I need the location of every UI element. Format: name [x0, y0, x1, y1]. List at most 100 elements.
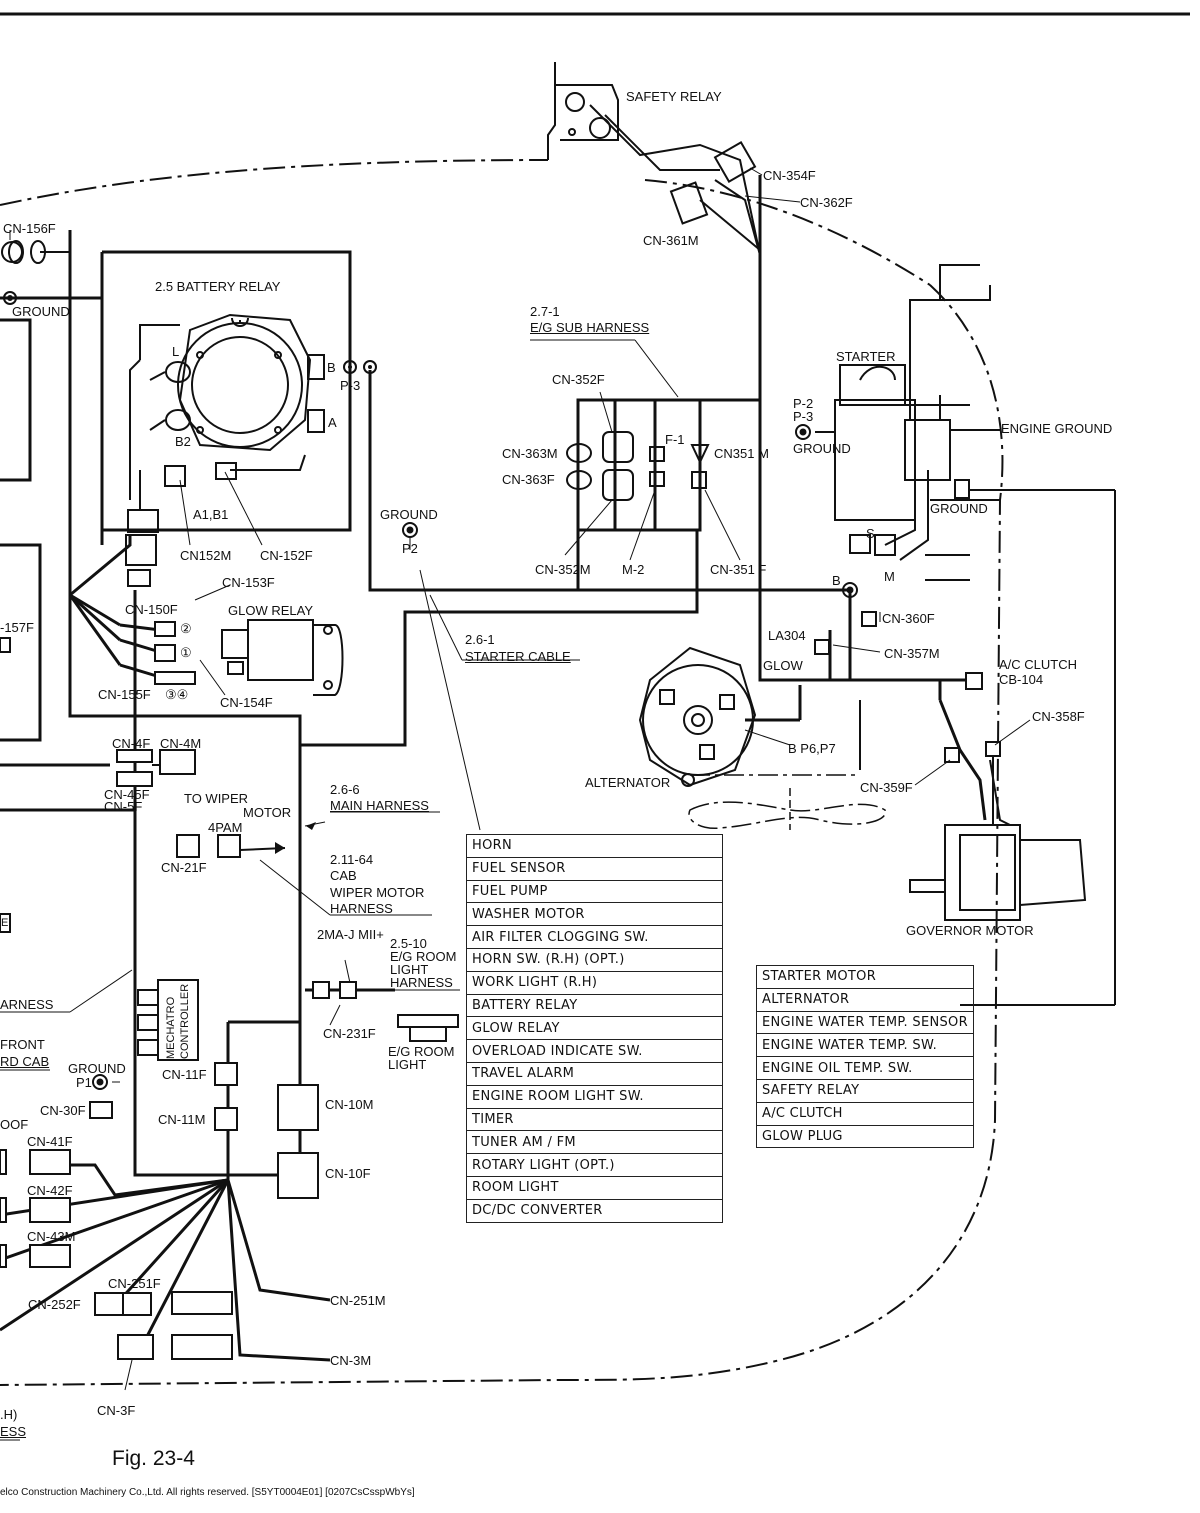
label-arness: ARNESS: [0, 997, 54, 1012]
table-cell: WASHER MOTOR: [466, 902, 723, 927]
table-cell: FUEL SENSOR: [466, 856, 723, 881]
table-cell: TIMER: [466, 1107, 723, 1132]
label-glow: GLOW: [763, 658, 803, 673]
table-row: SAFETY RELAY: [756, 1078, 974, 1103]
table-cell: ENGINE ROOM LIGHT SW.: [466, 1084, 723, 1109]
table-row: WORK LIGHT (R.H): [466, 970, 723, 995]
label-la304: LA304: [768, 628, 806, 643]
label-cn360f: CN-360F: [882, 611, 935, 626]
label-battery-relay: 2.5 BATTERY RELAY: [155, 279, 281, 294]
label-cn357m: CN-357M: [884, 646, 940, 661]
label-sub-harness-no: 2.7-1: [530, 304, 560, 319]
table-cell: GLOW RELAY: [466, 1016, 723, 1041]
label-cb104: CB-104: [999, 672, 1044, 687]
table-cell: ENGINE WATER TEMP. SENSOR: [756, 1010, 974, 1035]
safety-relay-icon: [547, 62, 761, 256]
table-cell: HORN SW. (R.H) (OPT.): [466, 947, 723, 972]
figure-caption: Fig. 23-4: [112, 1447, 195, 1470]
label-safety-relay: SAFETY RELAY: [626, 89, 722, 104]
label-glow-relay: GLOW RELAY: [228, 603, 314, 618]
label-front: FRONT: [0, 1037, 45, 1052]
table-row: TIMER: [466, 1107, 723, 1132]
label-4pam: 4PAM: [208, 820, 243, 835]
label-mechatro-2: CONTROLLER: [179, 983, 191, 1059]
table-cell: STARTER MOTOR: [756, 965, 974, 989]
label-cab-harness-1: CAB: [330, 868, 357, 883]
label-b2-terminal: B2: [175, 434, 191, 449]
label-rd-cab: RD CAB: [0, 1054, 50, 1069]
label-governor-motor: GOVERNOR MOTOR: [906, 923, 1034, 938]
table-cell: DC/DC CONVERTER: [466, 1198, 723, 1223]
label-l-terminal: L: [172, 344, 180, 359]
label-room-light-h1: E/G ROOM: [390, 949, 457, 964]
label-cn4m: CN-4M: [160, 736, 202, 751]
label-main-harness: MAIN HARNESS: [330, 798, 429, 813]
table-cell: FUEL PUMP: [466, 879, 723, 904]
label-e-box: E: [1, 917, 9, 929]
label-cn362f: CN-362F: [800, 195, 853, 210]
table-row: STARTER MOTOR: [756, 965, 974, 989]
label-cn359f: CN-359F: [860, 780, 913, 795]
label-cab-harness-no: 2.11-64: [330, 852, 374, 867]
label-p1: P1: [76, 1075, 92, 1090]
label-cn354f: CN-354F: [763, 168, 816, 183]
label-ground-mid: GROUND: [793, 441, 851, 456]
label-b-p6p7: B P6,P7: [788, 741, 836, 756]
label-ground-tl: GROUND: [12, 304, 70, 319]
table-row: ROTARY LIGHT (OPT.): [466, 1153, 723, 1177]
table-row: GLOW RELAY: [466, 1016, 723, 1041]
label-circle-1: ①: [180, 645, 192, 660]
table-row: ROOM LIGHT: [466, 1175, 723, 1200]
label-m2: M-2: [622, 562, 645, 577]
label-eg-room-light-2: LIGHT: [388, 1057, 427, 1072]
table-row: HORN SW. (R.H) (OPT.): [466, 947, 723, 972]
table-row: FUEL SENSOR: [466, 856, 723, 881]
label-p3: P-3: [340, 378, 361, 393]
table-row: WASHER MOTOR: [466, 902, 723, 927]
label-cn251f: CN-251F: [108, 1276, 161, 1291]
label-m-terminal: M: [884, 569, 895, 584]
table-row: TRAVEL ALARM: [466, 1061, 723, 1086]
label-oof: OOF: [0, 1117, 29, 1132]
label-cn351m: CN351 M: [714, 446, 769, 461]
label-cn231f: CN-231F: [323, 1026, 376, 1041]
label-cn11f: CN-11F: [162, 1067, 207, 1082]
alternator-icon: [638, 646, 757, 787]
label-cn10m: CN-10M: [325, 1097, 374, 1112]
label-b-terminal: B: [327, 360, 336, 375]
table-cell: TUNER AM / FM: [466, 1130, 723, 1155]
label-cn251m: CN-251M: [330, 1293, 386, 1308]
label-motor: MOTOR: [243, 805, 292, 820]
table-cell: ROOM LIGHT: [466, 1175, 723, 1200]
table-row: BATTERY RELAY: [466, 993, 723, 1018]
table-cell: BATTERY RELAY: [466, 993, 723, 1018]
label-2ma: 2MA-J MII+: [317, 927, 384, 942]
label-cn358f: CN-358F: [1032, 709, 1085, 724]
label-circle-34: ③④: [165, 687, 189, 702]
label-cn153f: CN-153F: [222, 575, 275, 590]
table-cell: AIR FILTER CLOGGING SW.: [466, 925, 723, 949]
table-row: ENGINE WATER TEMP. SW.: [756, 1033, 974, 1058]
table-row: ENGINE OIL TEMP. SW.: [756, 1056, 974, 1080]
label-eg-room-light-1: E/G ROOM: [388, 1044, 455, 1059]
label-cn41f: CN-41F: [27, 1134, 73, 1149]
label-p3b: P-3: [793, 409, 814, 424]
glow-relay-icon: [221, 619, 344, 696]
label-cn30f: CN-30F: [40, 1103, 86, 1118]
label-cn43m: CN-43M: [27, 1229, 76, 1244]
table-cell: ENGINE OIL TEMP. SW.: [756, 1056, 974, 1080]
label-ess: ESS: [0, 1424, 27, 1439]
table-row: ENGINE WATER TEMP. SENSOR: [756, 1010, 974, 1035]
starter-icon: [834, 264, 1116, 1006]
table-cell: ENGINE WATER TEMP. SW.: [756, 1033, 974, 1058]
label-mechatro-1: MECHATRO: [165, 996, 177, 1059]
label-cn152m: CN152M: [180, 548, 232, 563]
label-cn157f: -157F: [0, 620, 34, 635]
table-cell: OVERLOAD INDICATE SW.: [466, 1039, 723, 1063]
label-cn152f: CN-152F: [260, 548, 313, 563]
label-cn363m: CN-363M: [502, 446, 558, 461]
label-engine-ground: ENGINE GROUND: [1001, 421, 1113, 436]
label-s-terminal: S: [866, 526, 875, 541]
table-row: ENGINE ROOM LIGHT SW.: [466, 1084, 723, 1109]
